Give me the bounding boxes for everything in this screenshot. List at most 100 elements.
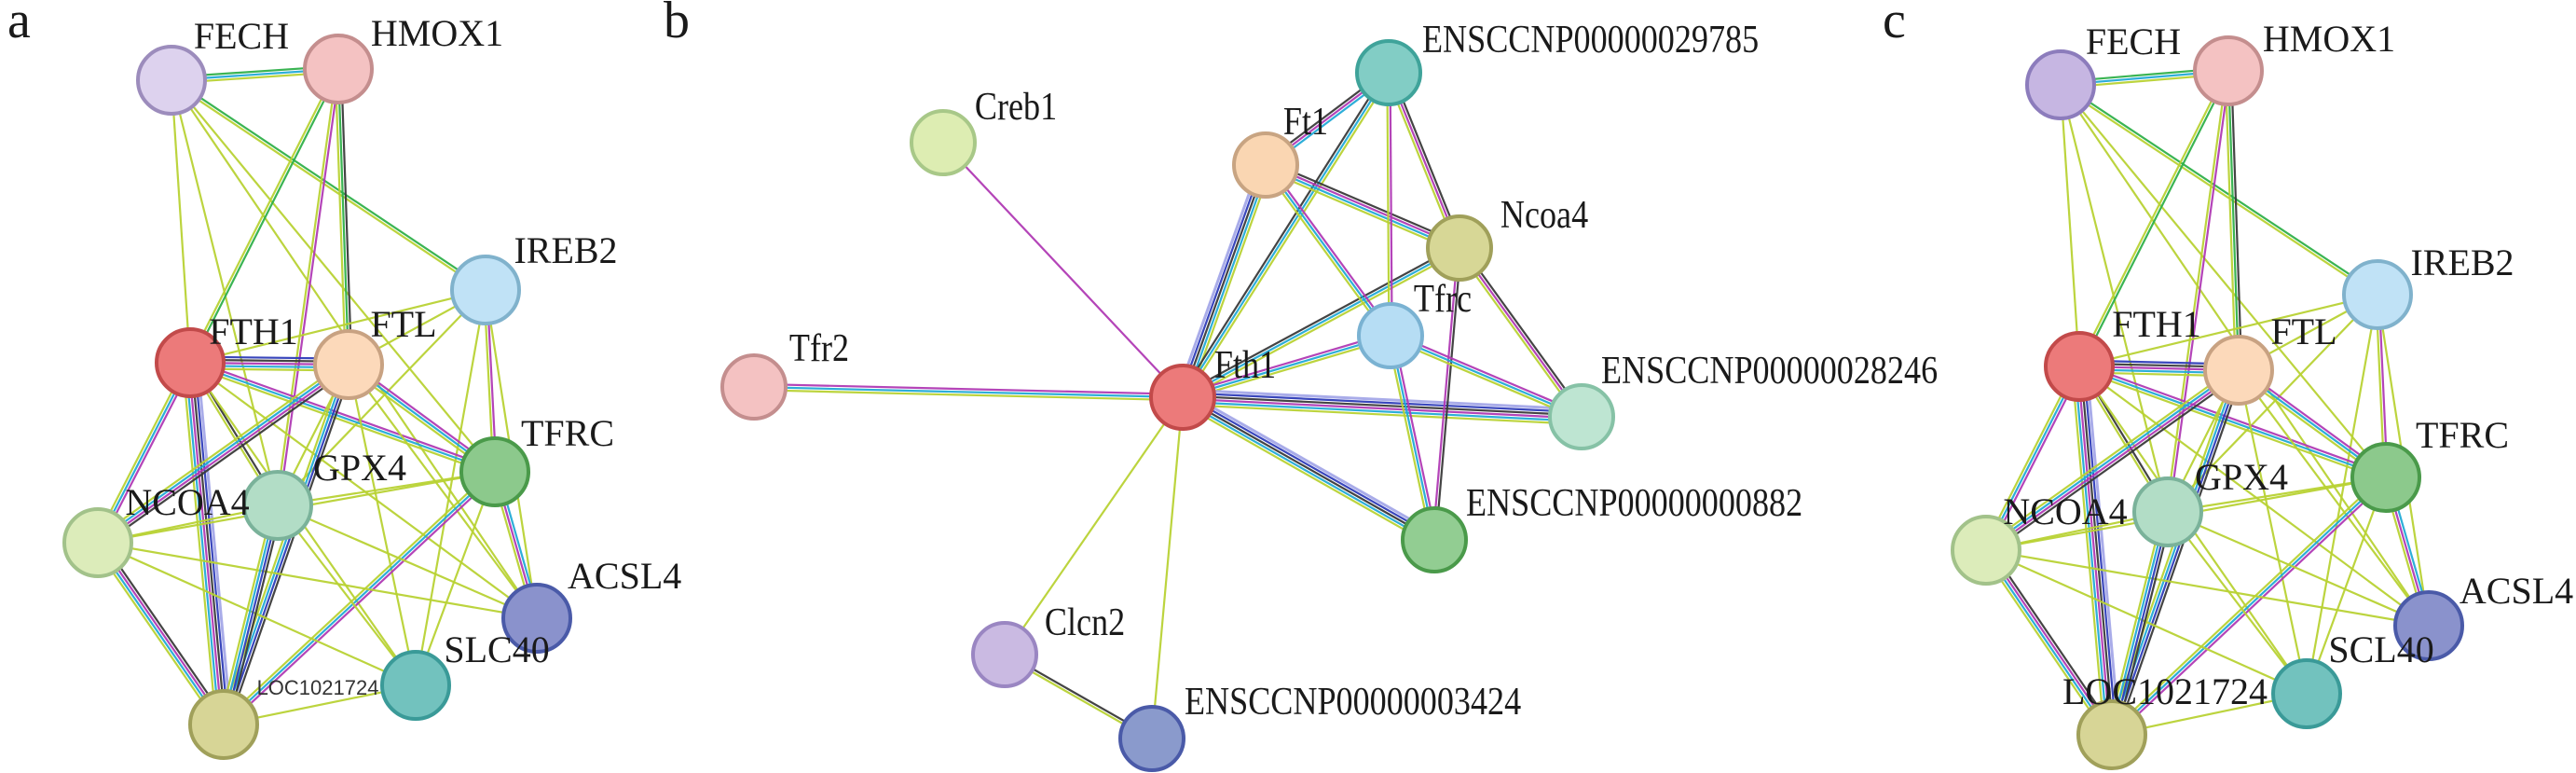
edge-IREB2-FTH1[interactable]: [2078, 293, 2378, 368]
edge-FTH1-TFRC[interactable]: [2077, 362, 2388, 482]
edge-FTL-ACSL4[interactable]: [348, 364, 538, 619]
node-GPX4[interactable]: [242, 470, 313, 541]
edge-Ncoa4-E28246[interactable]: [1456, 245, 1585, 420]
edge-Tfrc-E28246[interactable]: [1389, 332, 1583, 421]
node-Clcn2[interactable]: [971, 621, 1038, 688]
node-TFRC[interactable]: [459, 436, 530, 507]
edge-HMOX1-FTH1[interactable]: [2076, 69, 2231, 368]
edge-Fth1-E882[interactable]: [1179, 391, 1438, 546]
edge-GPX4-LOC[interactable]: [2106, 510, 2173, 737]
edge-NCOA4-LOC[interactable]: [93, 539, 228, 728]
node-NCOA4[interactable]: [62, 507, 133, 578]
edge-Tfr2-Fth1[interactable]: [753, 382, 1184, 402]
node-Tfr2[interactable]: [720, 353, 788, 421]
node-Ft1[interactable]: [1232, 131, 1299, 199]
edge-line-database: [95, 543, 224, 726]
edge-TFRC-LOC[interactable]: [221, 468, 498, 728]
node-GPX4[interactable]: [2132, 476, 2203, 547]
edge-GPX4-ACSL4[interactable]: [2167, 510, 2430, 628]
node-IREB2[interactable]: [450, 255, 521, 325]
edge-FECH-FTH1[interactable]: [2059, 84, 2081, 367]
edge-Fth1-Tfrc[interactable]: [1181, 331, 1392, 402]
edge-FECH-IREB2[interactable]: [170, 77, 487, 293]
edge-TFRC-LOC[interactable]: [2109, 474, 2389, 738]
node-ACSL4[interactable]: [2393, 590, 2464, 661]
node-E882[interactable]: [1401, 506, 1468, 573]
node-E29785[interactable]: [1355, 39, 1422, 106]
node-TFRC[interactable]: [2350, 442, 2421, 513]
edge-Fth1-E29785[interactable]: [1179, 70, 1392, 400]
edge-Fth1-E28246[interactable]: [1182, 388, 1583, 426]
edge-FTH1-ACSL4[interactable]: [2078, 366, 2430, 627]
node-IREB2[interactable]: [2342, 259, 2413, 330]
edge-IREB2-SLC40[interactable]: [414, 289, 487, 686]
node-FECH[interactable]: [2025, 49, 2096, 120]
edge-IREB2-FTH1[interactable]: [189, 288, 486, 365]
edge-Fth1-E3424[interactable]: [1150, 396, 1185, 739]
node-Ncoa4[interactable]: [1426, 214, 1493, 282]
edge-FECH-TFRC[interactable]: [171, 79, 496, 473]
edge-Creb1-Fth1[interactable]: [942, 142, 1184, 398]
edge-GPX4-SLC40[interactable]: [2167, 511, 2308, 695]
edge-FTH1-LOC[interactable]: [181, 362, 233, 725]
edge-NCOA4-SLC40[interactable]: [1985, 548, 2308, 696]
node-FTL[interactable]: [2203, 335, 2274, 406]
edge-NCOA4-LOC[interactable]: [1981, 546, 2117, 738]
node-FTH1[interactable]: [155, 327, 226, 398]
node-LOC[interactable]: [2076, 699, 2147, 770]
edge-line-experimental: [1986, 370, 2240, 553]
edge-NCOA4-ACSL4[interactable]: [1985, 548, 2430, 628]
node-E3424[interactable]: [1118, 705, 1185, 772]
edge-Ft1-Tfrc[interactable]: [1262, 162, 1394, 338]
edge-TFRC-SLC40[interactable]: [2305, 476, 2388, 695]
edge-HMOX1-FTL[interactable]: [2224, 70, 2243, 371]
edge-Fth1-Clcn2[interactable]: [1004, 396, 1184, 656]
node-Creb1[interactable]: [910, 109, 977, 176]
edge-line-experimental: [942, 142, 1184, 398]
edge-IREB2-GPX4[interactable]: [277, 289, 486, 506]
edge-HMOX1-FTH1[interactable]: [187, 67, 341, 365]
edge-NCOA4-ACSL4[interactable]: [97, 541, 538, 620]
node-E28246[interactable]: [1548, 383, 1615, 450]
node-Fth1[interactable]: [1149, 364, 1216, 431]
edge-TFRC-SLC40[interactable]: [414, 471, 497, 686]
edge-FTH1-ACSL4[interactable]: [189, 362, 538, 619]
edge-FTL-SLC40[interactable]: [2237, 369, 2309, 695]
node-FECH[interactable]: [136, 45, 207, 116]
edge-FECH-FTH1[interactable]: [170, 79, 192, 364]
edge-E29785-Tfrc[interactable]: [1386, 72, 1393, 337]
node-FTH1[interactable]: [2044, 331, 2115, 402]
node-ACSL4[interactable]: [501, 583, 572, 654]
edge-NCOA4-SLC40[interactable]: [97, 541, 417, 687]
node-NCOA4[interactable]: [1951, 515, 2021, 586]
edge-FTL-NCOA4[interactable]: [94, 360, 352, 547]
edge-FTH1-TFRC[interactable]: [188, 358, 497, 476]
node-HMOX1[interactable]: [303, 34, 374, 104]
edge-Ft1-Ncoa4[interactable]: [1263, 159, 1462, 254]
edge-FECH-IREB2[interactable]: [2059, 82, 2379, 297]
edge-FTL-ACSL4[interactable]: [2238, 369, 2430, 627]
node-SLC40[interactable]: [380, 650, 451, 721]
edge-FTL-SLC40[interactable]: [347, 364, 418, 686]
edge-GPX4-ACSL4[interactable]: [277, 504, 538, 620]
edge-FTH1-LOC[interactable]: [2070, 366, 2121, 736]
edge-GPX4-SLC40[interactable]: [277, 504, 417, 686]
edge-Fth1-Ncoa4[interactable]: [1180, 244, 1462, 401]
edge-FTL-NCOA4[interactable]: [1982, 366, 2242, 555]
edge-HMOX1-FTL[interactable]: [334, 68, 353, 366]
node-Tfrc[interactable]: [1357, 302, 1424, 369]
node-SLC40[interactable]: [2271, 658, 2342, 729]
node-LOC[interactable]: [188, 689, 259, 760]
node-HMOX1[interactable]: [2193, 35, 2264, 106]
edge-FECH-TFRC[interactable]: [2060, 84, 2387, 478]
edge-line-coexpression: [100, 367, 352, 547]
edge-IREB2-SLC40[interactable]: [2305, 294, 2379, 695]
node-FTL[interactable]: [313, 329, 384, 400]
edge-HMOX1-GPX4[interactable]: [2165, 70, 2231, 513]
edge-Fth1-Ft1[interactable]: [1175, 162, 1273, 400]
edge-line-database: [1182, 247, 1460, 398]
edge-Tfrc-E882[interactable]: [1386, 335, 1439, 541]
edge-Ncoa4-E882[interactable]: [1432, 247, 1462, 541]
edge-GPX4-LOC[interactable]: [218, 504, 283, 726]
